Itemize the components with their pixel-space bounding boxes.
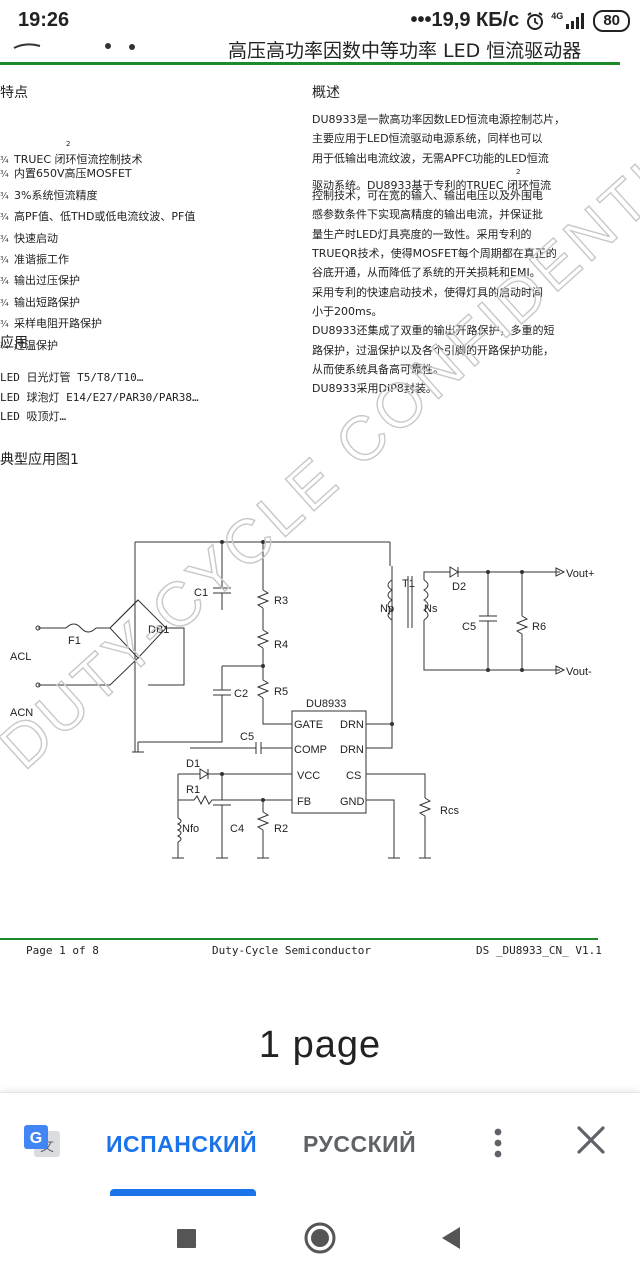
text-line: DU8933还集成了双重的输出开路保护，多重的短 bbox=[312, 324, 555, 338]
list-item: LED 球泡灯 E14/E27/PAR30/PAR38… bbox=[0, 390, 199, 404]
label-d1: D1 bbox=[186, 758, 200, 770]
label-rcs: Rcs bbox=[440, 805, 459, 817]
more-options-icon[interactable] bbox=[484, 1125, 512, 1161]
network-speed: •••19,9 КБ/с bbox=[410, 9, 520, 31]
battery-indicator: 80 bbox=[593, 9, 630, 32]
home-icon[interactable] bbox=[300, 1218, 340, 1258]
overview-superscript: 2 bbox=[516, 168, 521, 176]
svg-text:G: G bbox=[30, 1130, 42, 1147]
text-line: 驱动系统。DU8933基于专利的TRUEC 闭环恒流 bbox=[312, 178, 552, 192]
active-tab-indicator bbox=[110, 1189, 256, 1197]
tab-spanish[interactable]: ИСПАНСКИЙ bbox=[106, 1131, 258, 1157]
text-line: 用于低输出电流纹波，无需APFC功能的LED恒流 bbox=[312, 151, 549, 165]
tab-russian[interactable]: РУССКИЙ bbox=[303, 1131, 417, 1157]
status-indicators: •••19,9 КБ/с 4G 80 bbox=[411, 9, 630, 32]
text-line: 小于200ms。 bbox=[312, 304, 383, 318]
page-indicator: 1 page bbox=[258, 1024, 382, 1066]
close-icon[interactable] bbox=[574, 1123, 608, 1157]
pin-cs: CS bbox=[346, 770, 361, 782]
label-d2: D2 bbox=[452, 581, 466, 593]
pin-gnd: GND bbox=[340, 796, 365, 808]
text-line: 谷底开通，从而降低了系统的开关损耗和EMI。 bbox=[312, 266, 541, 280]
pin-fb: FB bbox=[297, 796, 311, 808]
label-c5-comp: C5 bbox=[240, 731, 254, 743]
label-c2: C2 bbox=[234, 688, 248, 700]
pin-comp: COMP bbox=[294, 744, 327, 756]
label-c1: C1 bbox=[194, 587, 208, 599]
label-r3: R3 bbox=[274, 595, 288, 607]
back-icon[interactable] bbox=[432, 1218, 472, 1258]
label-c4: C4 bbox=[230, 823, 244, 835]
text-line: 量生产时LED灯具亮度的一致性。采用专利的 bbox=[312, 227, 532, 241]
overview-paragraph: DU8933是一款高功率因数LED恒流电源控制芯片， 主要应用于LED恒流驱动电… bbox=[312, 110, 612, 398]
header-divider bbox=[0, 62, 620, 65]
overview-title: 概述 bbox=[312, 85, 340, 101]
google-translate-icon: 文 G bbox=[24, 1125, 60, 1157]
footer-divider bbox=[0, 938, 598, 940]
signal-icon bbox=[566, 12, 585, 29]
label-r5: R5 bbox=[274, 686, 288, 698]
footer-doc-id: DS _DU8933_CN_ V1.1 bbox=[476, 944, 602, 957]
features-title: 特点 bbox=[0, 85, 28, 101]
label-acl: ACL bbox=[10, 651, 31, 663]
label-t1: T1 bbox=[402, 578, 415, 590]
label-vout-minus: Vout- bbox=[566, 666, 592, 678]
features-superscript: 2 bbox=[66, 140, 71, 148]
typical-application-schematic: ACL ACN F1 DB1 C1 R3 R4 R5 C2 DU8933 GAT… bbox=[10, 540, 594, 859]
system-nav-bar bbox=[0, 1196, 640, 1280]
text-line: 从而使系统具备高可靠性。 bbox=[312, 362, 444, 376]
alarm-icon bbox=[527, 11, 544, 30]
label-db1: DB1 bbox=[148, 624, 169, 636]
applications-list: LED 日光灯管 T5/T8/T10… LED 球泡灯 E14/E27/PAR3… bbox=[0, 368, 300, 427]
text-line: 采用专利的快速启动技术，使得灯具的启动时间 bbox=[312, 285, 543, 299]
text-line: 主要应用于LED恒流驱动电源系统，同样也可以 bbox=[312, 132, 543, 146]
list-item: LED 日光灯管 T5/T8/T10… bbox=[0, 371, 144, 384]
label-r2: R2 bbox=[274, 823, 288, 835]
company-logo bbox=[13, 43, 135, 50]
label-f1: F1 bbox=[68, 635, 81, 647]
label-vout-plus: Vout+ bbox=[566, 568, 594, 580]
label-r6: R6 bbox=[532, 621, 546, 633]
chip-name: DU8933 bbox=[306, 698, 346, 710]
label-r4: R4 bbox=[274, 639, 288, 651]
pin-drn-1: DRN bbox=[340, 719, 364, 731]
translate-bar: 文 G ИСПАНСКИЙ РУССКИЙ bbox=[0, 1092, 640, 1197]
text-line: DU8933采用DIP8封装。 bbox=[312, 382, 437, 396]
network-type: 4G bbox=[551, 10, 564, 21]
header-title: 高压高功率因数中等功率 LED 恒流驱动器 bbox=[228, 40, 582, 62]
text-line: 路保护，过温保护以及各个引脚的开路保护功能， bbox=[312, 343, 554, 357]
label-np: Np bbox=[380, 603, 394, 615]
label-acn: ACN bbox=[10, 707, 33, 719]
applications-title: 应用 bbox=[0, 335, 28, 351]
pin-vcc: VCC bbox=[297, 770, 320, 782]
pin-drn-2: DRN bbox=[340, 744, 364, 756]
label-r1: R1 bbox=[186, 784, 200, 796]
text-line: TRUEQR技术，使得MOSFET每个周期都在真正的 bbox=[312, 247, 557, 261]
label-ns: Ns bbox=[424, 603, 438, 615]
text-line: 感参数条件下实现高精度的输出电流，并保证批 bbox=[312, 208, 543, 222]
footer-page: Page 1 of 8 bbox=[26, 944, 99, 957]
label-c5-out: C5 bbox=[462, 621, 476, 633]
text-line: DU8933是一款高功率因数LED恒流电源控制芯片， bbox=[312, 113, 566, 126]
text-line: 控制技术，可在宽的输入、输出电压以及外围电 bbox=[312, 189, 543, 203]
recents-icon[interactable] bbox=[166, 1218, 206, 1258]
footer-company: Duty-Cycle Semiconductor bbox=[212, 944, 371, 957]
list-item: LED 吸顶灯… bbox=[0, 410, 67, 424]
status-time: 19:26 bbox=[18, 9, 70, 31]
label-nfo: Nfo bbox=[182, 823, 199, 835]
typical-application-title: 典型应用图1 bbox=[0, 452, 79, 468]
pin-gate: GATE bbox=[294, 719, 323, 731]
